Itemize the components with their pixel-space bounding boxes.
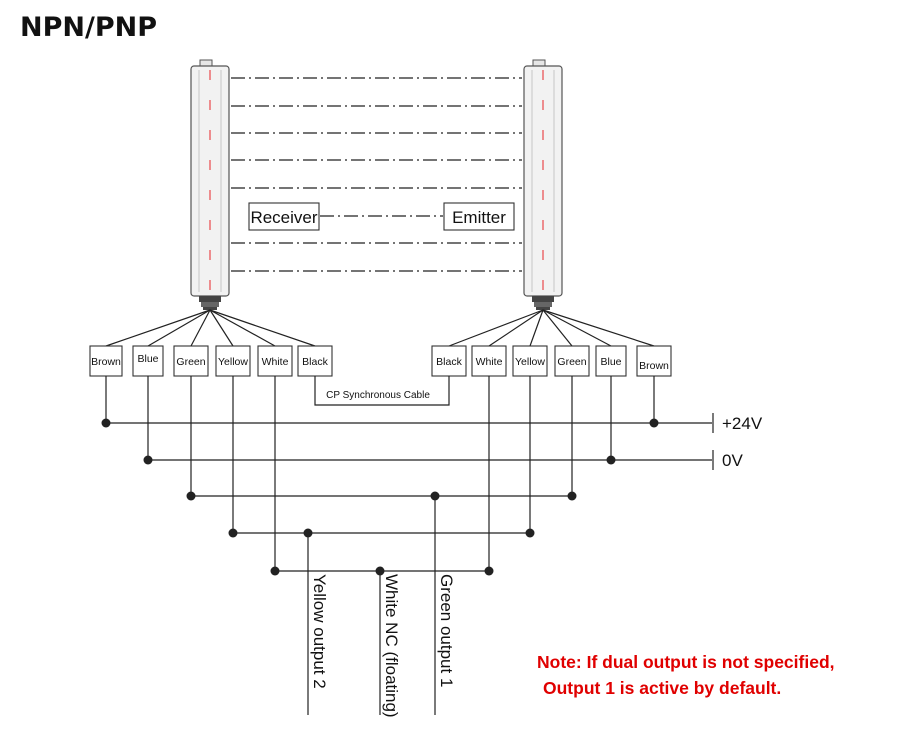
yellow-bus <box>228 376 535 715</box>
wire-label-black: Black <box>436 356 462 368</box>
wire-label-white: White <box>262 356 289 368</box>
sync-cable: CP Synchronous Cable <box>314 376 450 406</box>
receiver-label: Receiver <box>248 202 320 231</box>
emitter-label-text: Emitter <box>452 208 506 227</box>
emitter-label: Emitter <box>443 202 515 231</box>
note-line-2: Output 1 is active by default. <box>543 678 781 698</box>
wire-label-brown: Brown <box>91 356 121 368</box>
white-bus <box>270 376 494 715</box>
diagram-title: NPN/PNP <box>20 12 157 43</box>
receiver-wire-boxes: Brown Blue Green Yellow White Black <box>89 345 333 377</box>
wire-label-white: White <box>476 356 503 368</box>
sync-cable-label: CP Synchronous Cable <box>326 390 430 401</box>
wire-label-yellow: Yellow <box>218 356 248 368</box>
ground-rail: 0V <box>143 376 743 470</box>
note-line-1: Note: If dual output is not specified, <box>537 652 835 672</box>
wire-label-blue: Blue <box>137 353 158 365</box>
green-bus <box>186 376 577 715</box>
receiver-label-text: Receiver <box>250 208 317 227</box>
emitter-fanout <box>448 309 655 347</box>
output-label-yellow: Yellow output 2 <box>310 574 329 689</box>
wire-label-yellow: Yellow <box>515 356 545 368</box>
light-beams <box>231 77 522 272</box>
positive-rail-label: +24V <box>722 414 763 433</box>
emitter-rod <box>523 59 563 310</box>
wire-label-black: Black <box>302 356 328 368</box>
receiver-rod <box>190 59 230 310</box>
wire-label-blue: Blue <box>600 356 621 368</box>
wire-label-green: Green <box>176 356 205 368</box>
receiver-fanout <box>105 309 316 347</box>
emitter-wire-boxes: Black White Yellow Green Blue Brown <box>431 345 672 377</box>
wire-label-brown: Brown <box>639 360 669 372</box>
output-label-white: White NC (floating) <box>382 574 401 718</box>
wire-label-green: Green <box>557 356 586 368</box>
ground-rail-label: 0V <box>722 451 743 470</box>
output-label-green: Green output 1 <box>437 574 456 687</box>
